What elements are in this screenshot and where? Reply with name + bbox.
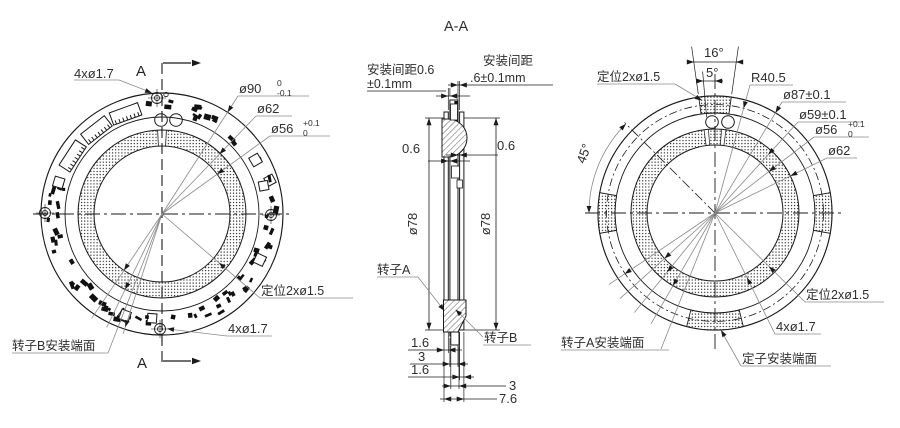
dim-d56-tol-lower: 0 [303, 128, 308, 138]
label-holes-top: 4xø1.7 [74, 66, 114, 81]
section-mark-a-bottom: A [137, 355, 147, 372]
dim-d90-tol-lower: -0.1 [277, 88, 292, 98]
dim-total-width: 7.6 [499, 391, 517, 406]
label-gap-left-2: ±0.1mm [367, 77, 412, 91]
section-view-labels: A-A 安装间距0.6 ±0.1mm 安装间距 .6±0.1mm 0.6 0.6… [367, 19, 533, 406]
left-view-labels: A A 4xø1.7 ø90 0 -0.1 ø62 ø56 +0.1 0 定位2… [12, 63, 324, 372]
dim-gap-left: 0.6 [402, 141, 420, 156]
label-rotor-a: 转子A [377, 262, 411, 277]
dim-thickness-rotor-a: 1.6 [411, 335, 429, 350]
label-rotor-b: 转子B [484, 330, 517, 345]
dim-d56-tol-upper: +0.1 [303, 118, 320, 128]
label-locating-top: 定位2xø1.5 [597, 69, 660, 84]
dim-d59: ø59±0.1 [799, 107, 847, 122]
dim-d62-right: ø62 [828, 143, 850, 158]
label-holes-right: 4xø1.7 [776, 319, 816, 334]
label-locating-bottom: 定位2xø1.5 [806, 287, 869, 302]
dim-thickness-rotor-b: 1.6 [411, 362, 429, 377]
right-view-labels: 定位2xø1.5 16° 5° R40.5 ø87±0.1 ø59±0.1 ø5… [561, 45, 869, 366]
label-rotor-b-face: 转子B安装端面 [12, 338, 95, 353]
label-gap-right-2: .6±0.1mm [470, 71, 526, 85]
dim-d87: ø87±0.1 [783, 87, 831, 102]
dim-angle-16: 16° [704, 45, 724, 60]
dim-gap-right: 0.6 [497, 138, 515, 153]
dim-d56: ø56 [271, 121, 293, 136]
dim-hub-width: 3 [509, 378, 516, 393]
label-locating-pins: 定位2xø1.5 [261, 283, 324, 298]
right-view-geometry [561, 46, 884, 367]
dim-r40-5: R40.5 [751, 70, 786, 85]
dim-d56-right-tol-upper: +0.1 [848, 119, 865, 129]
dim-d90: ø90 [239, 81, 261, 96]
dim-d56-right-tol-lower: 0 [848, 129, 853, 139]
dim-dia78-left: ø78 [405, 213, 420, 235]
label-gap-left-1: 安装间距0.6 [367, 62, 434, 77]
label-gap-right-1: 安装间距 [483, 53, 533, 68]
dim-d56-right: ø56 [815, 122, 837, 137]
section-mark-a-top: A [136, 63, 146, 80]
label-rotor-a-face: 转子A安装端面 [561, 335, 644, 350]
dim-dia78-right: ø78 [478, 213, 493, 235]
dim-thickness-stator: 3 [418, 349, 425, 364]
section-view-geometry [367, 81, 553, 402]
section-title: A-A [444, 19, 469, 35]
dim-angle-5: 5° [706, 65, 718, 80]
label-stator-face: 定子安装端面 [742, 351, 817, 366]
dim-angle-45: 45° [573, 142, 594, 166]
dim-d62: ø62 [257, 101, 279, 116]
label-holes-bottom: 4xø1.7 [228, 321, 268, 336]
dim-d90-tol-upper: 0 [277, 78, 282, 88]
left-view-geometry [12, 59, 353, 366]
